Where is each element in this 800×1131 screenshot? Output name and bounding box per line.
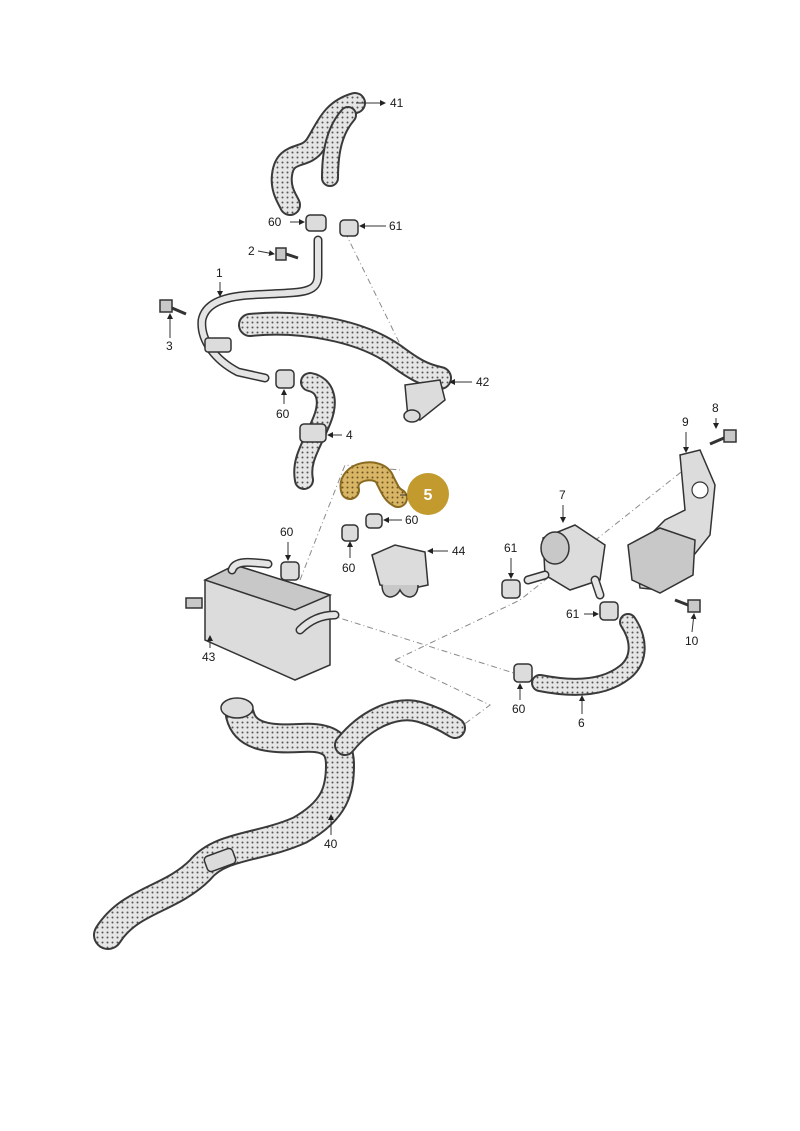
clamp-60-center-b xyxy=(341,524,359,542)
highlight-badge-label: 5 xyxy=(424,487,433,504)
callout-3: 3 xyxy=(166,339,173,353)
bracket-44 xyxy=(371,544,429,598)
callout-6: 6 xyxy=(578,716,585,730)
callout-7: 7 xyxy=(559,488,566,502)
clamp-60-oil-cooler xyxy=(280,561,300,581)
callout-61-top: 61 xyxy=(389,219,403,233)
callout-42: 42 xyxy=(476,375,490,389)
hose-41 xyxy=(270,92,366,216)
callout-60-left: 60 xyxy=(276,407,290,421)
callout-8: 8 xyxy=(712,401,719,415)
bracket-9 xyxy=(627,449,716,594)
clamp-60-lower xyxy=(513,663,533,683)
water-pump-7 xyxy=(523,524,606,600)
leader-lines xyxy=(167,100,719,835)
bolt-8 xyxy=(709,429,737,446)
callout-60-top: 60 xyxy=(268,215,282,229)
callout-60-oil-cooler: 60 xyxy=(280,525,294,539)
callout-60-center-b: 60 xyxy=(342,561,356,575)
clamp-60-top xyxy=(305,214,327,232)
callout-60-lower: 60 xyxy=(512,702,526,716)
callout-43: 43 xyxy=(202,650,216,664)
clamp-61-pump-right xyxy=(599,601,619,621)
bolt-3 xyxy=(159,299,187,316)
hose-5-highlighted xyxy=(339,461,408,508)
clamp-61-pump-left xyxy=(501,579,521,599)
clamp-60-left xyxy=(275,369,295,389)
callout-2: 2 xyxy=(248,244,255,258)
callout-1: 1 xyxy=(216,266,223,280)
highlight-badge[interactable]: 5 xyxy=(407,473,449,515)
bolt-2 xyxy=(275,247,299,261)
oil-cooler-43 xyxy=(185,557,340,681)
pipe-1 xyxy=(197,235,323,383)
callout-4: 4 xyxy=(346,428,353,442)
callout-41: 41 xyxy=(390,96,404,110)
callout-9: 9 xyxy=(682,415,689,429)
hose-42 xyxy=(238,311,452,423)
callout-44: 44 xyxy=(452,544,466,558)
callout-10: 10 xyxy=(685,634,699,648)
callout-61-pump-left: 61 xyxy=(504,541,518,555)
hose-6 xyxy=(531,613,646,696)
callout-61-pump-right: 61 xyxy=(566,607,580,621)
hose-4 xyxy=(293,372,336,490)
clamp-61-top xyxy=(339,219,359,237)
callout-labels: 41 60 61 2 1 3 42 60 4 60 60 60 44 7 9 8… xyxy=(166,96,719,851)
bolt-10 xyxy=(674,598,701,613)
callout-40: 40 xyxy=(324,837,338,851)
callout-60-center-a: 60 xyxy=(405,513,419,527)
hose-40 xyxy=(93,697,466,950)
clamp-60-center-a xyxy=(365,513,383,529)
